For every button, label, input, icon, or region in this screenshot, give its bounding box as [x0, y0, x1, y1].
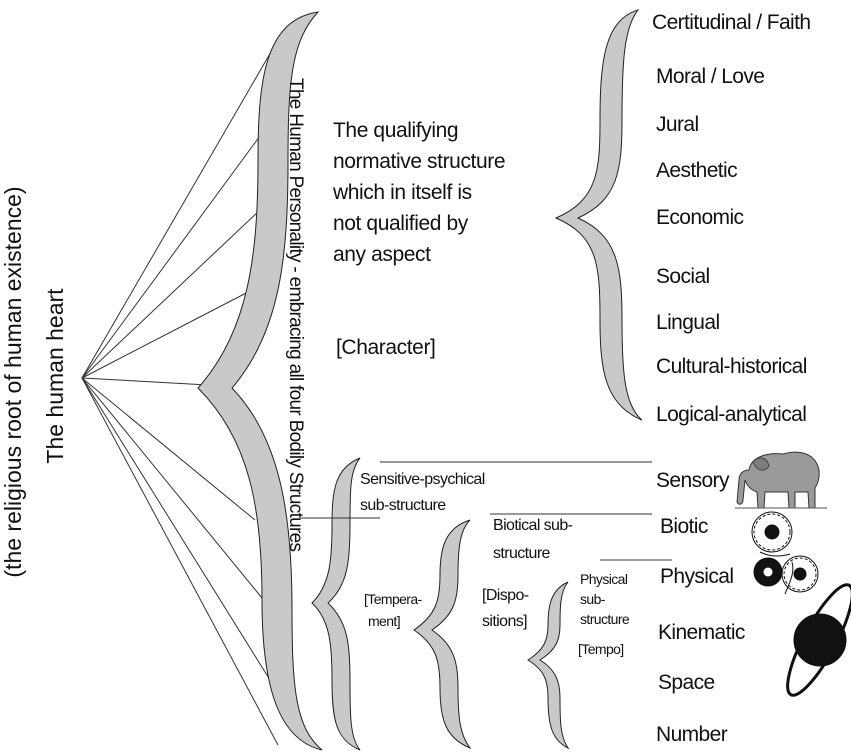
biotical-label-1: Biotical sub- — [493, 518, 572, 534]
aspect-space: Space — [658, 672, 715, 693]
fan-line — [82, 378, 208, 385]
aspect-economic: Economic — [656, 207, 743, 228]
biotical-brace — [414, 520, 470, 748]
aspect-biotic: Biotic — [660, 516, 708, 537]
flowers-icon — [752, 512, 818, 594]
dispositions-label-1: [Dispo- — [482, 588, 528, 604]
psychical-brace — [312, 458, 360, 750]
aspect-faith: Certitudinal / Faith — [652, 12, 810, 33]
temperament-label-1: [Tempera- — [364, 592, 422, 606]
aspect-sensory: Sensory — [656, 470, 729, 491]
psychical-label-1: Sensitive-psychical — [360, 472, 485, 488]
qualifying-line: The qualifying — [333, 115, 505, 146]
psychical-label-2: sub-structure — [360, 498, 446, 514]
aspect-lingual: Lingual — [656, 312, 720, 333]
character-label: [Character] — [336, 332, 435, 363]
planet-icon — [777, 578, 851, 703]
physical-label-3: structure — [580, 612, 629, 626]
qualifying-line: not qualified by — [333, 208, 505, 239]
aspect-physical: Physical — [660, 566, 733, 587]
heart-label: (the religious root of human existence) — [2, 152, 30, 612]
qualifying-text: The qualifying normative structure which… — [333, 115, 505, 270]
tempo-label: [Tempo] — [578, 642, 624, 656]
fan-lines — [82, 45, 278, 745]
aspect-kinematic: Kinematic — [658, 622, 745, 643]
heart-label-line2: (the religious root of human existence) — [2, 152, 30, 612]
qualifying-line: which in itself is — [333, 177, 505, 208]
physical-label-2: sub- — [580, 592, 605, 606]
personality-label: The Human Personality - embracing all fo… — [286, 78, 305, 551]
temperament-label-2: ment] — [368, 614, 400, 628]
aspect-cultural: Cultural-historical — [656, 356, 807, 377]
physical-label-1: Physical — [580, 572, 627, 586]
aspect-social: Social — [656, 266, 710, 287]
aspect-moral: Moral / Love — [656, 66, 764, 87]
aspect-number: Number — [656, 724, 727, 745]
elephant-icon — [735, 452, 827, 508]
aspect-jural: Jural — [656, 114, 699, 135]
aspect-aesthetic: Aesthetic — [656, 160, 737, 181]
aspect-logical: Logical-analytical — [656, 404, 806, 425]
heart-label-primary: The human heart — [44, 256, 67, 496]
physical-brace — [528, 582, 568, 748]
dispositions-label-2: sitions] — [482, 614, 527, 630]
qualifying-line: any aspect — [333, 239, 505, 270]
qualifying-brace — [556, 10, 642, 420]
heart-label-line1: The human heart — [44, 256, 67, 496]
qualifying-line: normative structure — [333, 146, 505, 177]
biotical-label-2: structure — [493, 546, 550, 562]
